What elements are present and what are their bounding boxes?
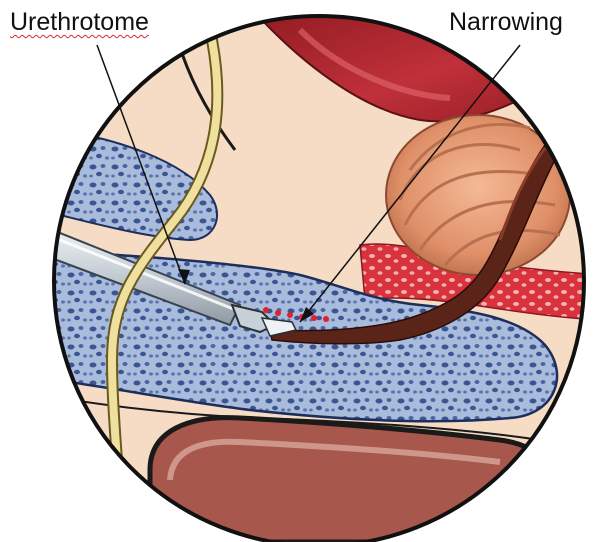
urethrotome-label: Urethrotome bbox=[10, 10, 149, 35]
narrowing-label: Narrowing bbox=[449, 10, 563, 35]
